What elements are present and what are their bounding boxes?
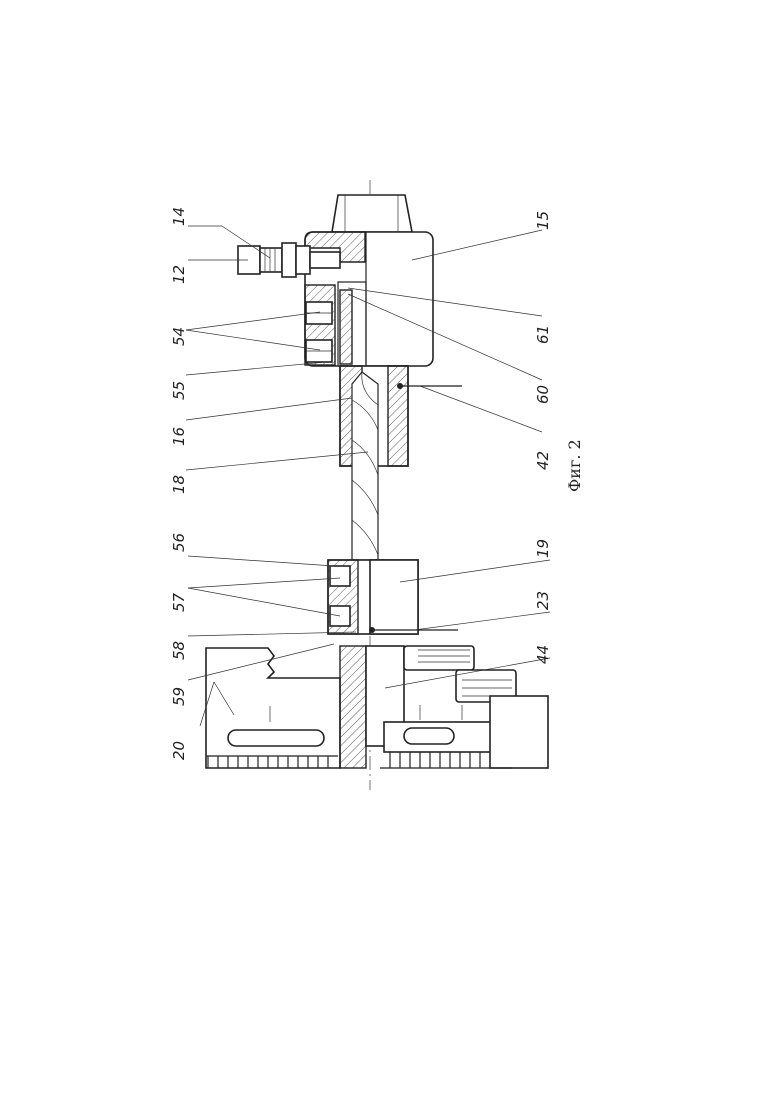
label-12: 12 bbox=[170, 265, 188, 284]
guide-bushing-19 bbox=[328, 560, 418, 634]
chuck-20 bbox=[206, 646, 366, 768]
label-15: 15 bbox=[534, 211, 552, 230]
label-61: 61 bbox=[534, 325, 552, 344]
label-56: 56 bbox=[170, 533, 188, 552]
label-14: 14 bbox=[170, 207, 188, 226]
label-42: 42 bbox=[534, 451, 552, 470]
chuck-jaw-44 bbox=[366, 646, 548, 768]
label-57: 57 bbox=[170, 592, 188, 612]
spindle-shaft bbox=[332, 195, 412, 232]
label-23: 23 bbox=[534, 591, 552, 610]
label-54: 54 bbox=[170, 327, 188, 346]
drill-bit-18 bbox=[352, 372, 378, 560]
label-60: 60 bbox=[534, 385, 552, 404]
label-16: 16 bbox=[170, 427, 188, 446]
label-20: 20 bbox=[170, 741, 188, 760]
label-58: 58 bbox=[170, 641, 188, 660]
label-19: 19 bbox=[534, 539, 552, 558]
label-18: 18 bbox=[170, 475, 188, 494]
label-59: 59 bbox=[170, 687, 188, 706]
figure-caption: Фиг. 2 bbox=[565, 439, 584, 492]
label-55: 55 bbox=[170, 381, 188, 400]
label-44: 44 bbox=[534, 645, 552, 664]
